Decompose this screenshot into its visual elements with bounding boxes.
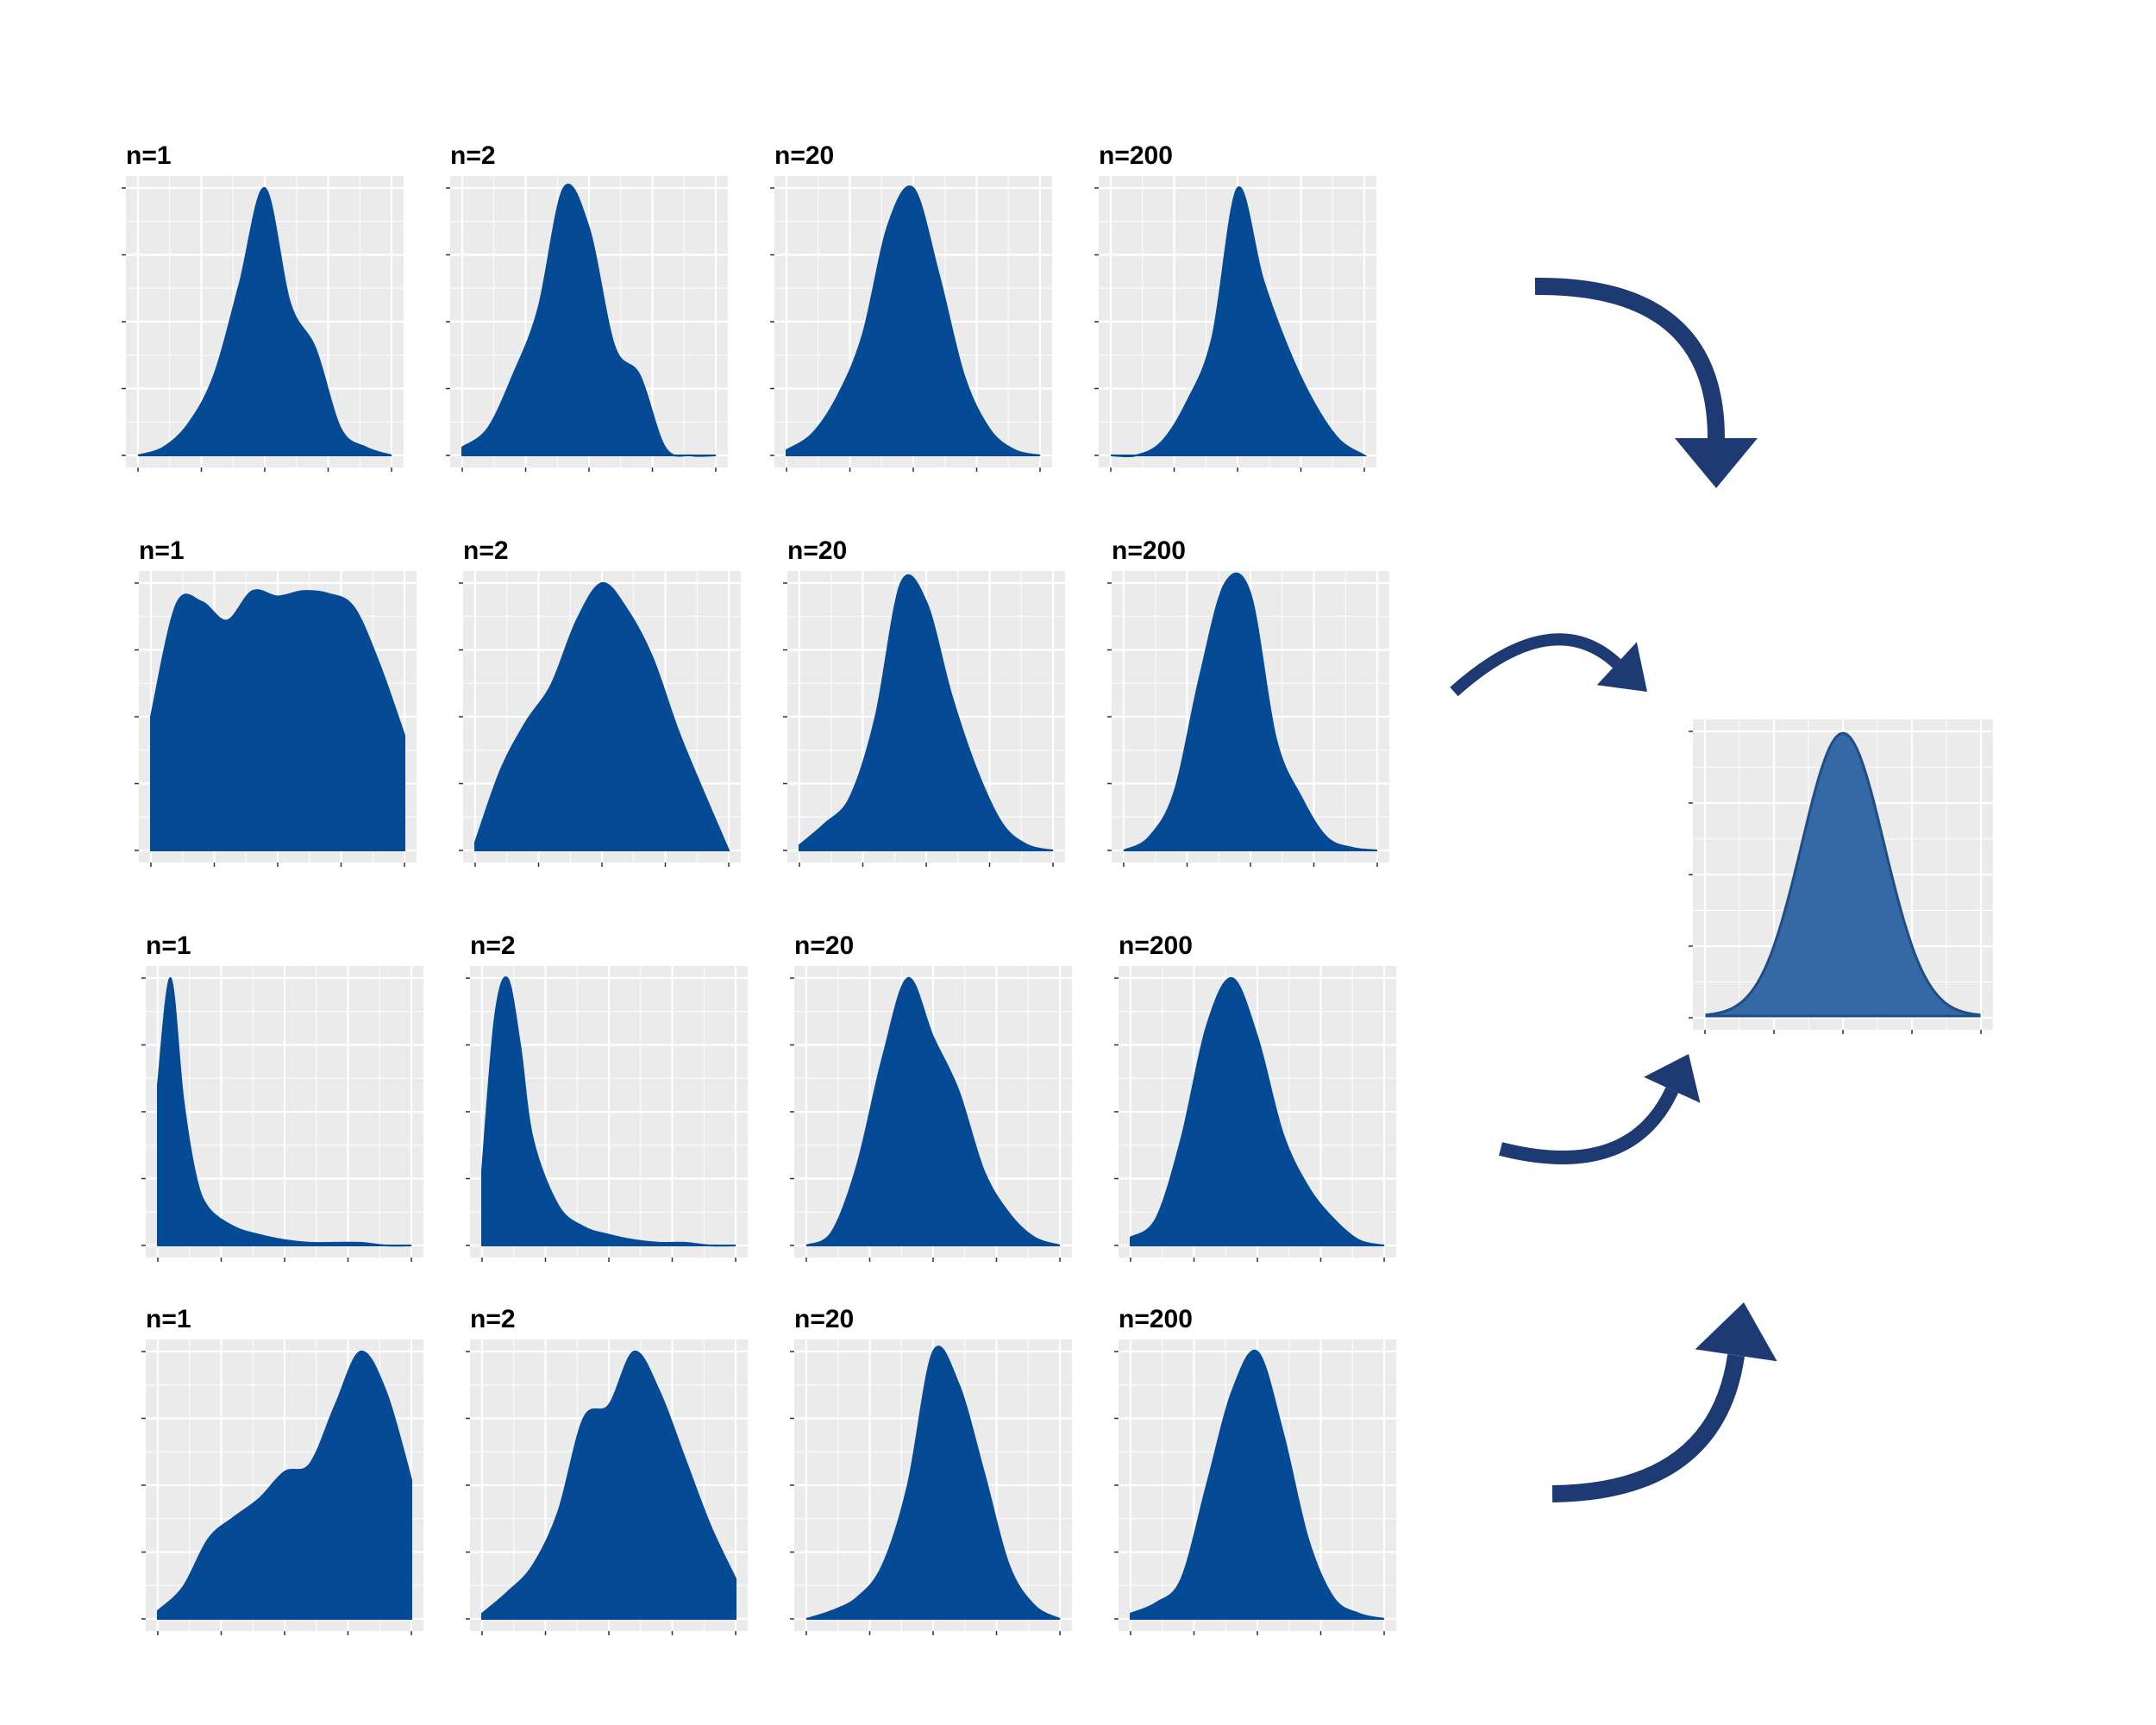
sample-size-label: n=200 <box>1099 141 1173 170</box>
sample-size-label: n=200 <box>1112 536 1186 565</box>
arrow-shaft <box>1450 633 1621 697</box>
arrows <box>1450 277 1777 1502</box>
sample-size-label: n=200 <box>1119 932 1193 960</box>
density-area <box>786 185 1041 456</box>
panel-r1-c4: n=200 <box>1094 141 1376 472</box>
panel-r2-c2: n=2 <box>459 536 741 867</box>
panel-r2-c2-ticks <box>459 582 730 867</box>
density-area <box>799 574 1054 851</box>
sample-size-label: n=2 <box>450 141 496 170</box>
density-area <box>1130 1349 1385 1620</box>
sample-size-label: n=1 <box>146 1305 191 1333</box>
density-area <box>137 186 392 456</box>
panel-r4-c2-ticks <box>466 1351 736 1635</box>
sample-size-label: n=2 <box>470 1305 516 1333</box>
density-area <box>1123 572 1378 851</box>
sample-size-label: n=20 <box>794 1305 854 1333</box>
density-area <box>157 976 412 1247</box>
density-area <box>474 581 730 851</box>
panel-r2-c3: n=20 <box>783 536 1065 867</box>
sample-size-label: n=1 <box>126 141 172 170</box>
arrowhead <box>1596 642 1647 692</box>
sample-size-label: n=20 <box>774 141 834 170</box>
small-multiples: n=1 n=2 n=20 n=200 n=1 n=2 n=20 n=200 n=1 n=2 n=20… <box>122 141 1396 1635</box>
panel-r3-c4: n=200 <box>1114 932 1396 1262</box>
panel-r1-c3-ticks <box>770 187 1041 472</box>
sample-size-label: n=2 <box>463 536 509 565</box>
panel-r4-c4-ticks <box>1114 1351 1385 1635</box>
panel-r2-c3-ticks <box>783 582 1054 867</box>
result-panel <box>1689 719 1993 1034</box>
panel-r2-c4-ticks <box>1107 582 1378 867</box>
panel-r3-c1: n=1 <box>141 932 423 1262</box>
arrow-shaft <box>1534 277 1725 439</box>
arrow-4 <box>1551 1302 1777 1502</box>
sample-size-label: n=2 <box>470 932 516 960</box>
density-area <box>805 976 1061 1246</box>
sample-size-label: n=1 <box>146 932 191 960</box>
panel-r4-c1-ticks <box>141 1351 412 1635</box>
normal-density-area <box>1705 731 1981 1018</box>
density-area <box>805 1346 1061 1620</box>
sample-size-label: n=20 <box>787 536 847 565</box>
density-area <box>150 589 405 851</box>
density-area <box>1130 976 1385 1246</box>
panel-r3-c1-ticks <box>141 977 412 1262</box>
panel-r4-c3-ticks <box>790 1351 1061 1635</box>
panel-r2-c1-ticks <box>135 582 405 867</box>
panel-r1-c2: n=2 <box>446 141 728 472</box>
arrow-shaft <box>1551 1353 1745 1502</box>
panel-r2-c1: n=1 <box>135 536 417 867</box>
arrowhead <box>1644 1054 1701 1103</box>
density-area <box>481 1350 736 1620</box>
density-area <box>461 183 717 457</box>
sample-size-label: n=1 <box>139 536 185 565</box>
panel-r4-c3: n=20 <box>790 1305 1072 1635</box>
density-area <box>157 1350 412 1620</box>
panel-r1-c1: n=1 <box>122 141 404 472</box>
panel-r3-c2-ticks <box>466 977 736 1262</box>
arrow-shaft <box>1499 1087 1679 1164</box>
panel-r3-c3: n=20 <box>790 932 1072 1262</box>
panel-r1-c3: n=20 <box>770 141 1052 472</box>
panel-r1-c4-ticks <box>1094 187 1365 472</box>
panel-r3-c3-ticks <box>790 977 1061 1262</box>
panel-r1-c1-ticks <box>122 187 392 472</box>
panel-r4-c2: n=2 <box>466 1305 748 1635</box>
arrow-1 <box>1534 277 1758 488</box>
sample-size-label: n=20 <box>794 932 854 960</box>
density-area <box>1110 186 1368 458</box>
arrow-2 <box>1450 633 1647 697</box>
panel-r4-c4: n=200 <box>1114 1305 1396 1635</box>
density-area <box>481 975 736 1247</box>
panel-r2-c4: n=200 <box>1107 536 1389 867</box>
panel-r1-c2-ticks <box>446 187 717 472</box>
result-panel-ticks <box>1689 731 1982 1034</box>
panel-r4-c1: n=1 <box>141 1305 423 1635</box>
arrowhead <box>1675 438 1758 488</box>
sample-size-label: n=200 <box>1119 1305 1193 1333</box>
panel-r3-c2: n=2 <box>466 932 748 1262</box>
arrowhead <box>1695 1302 1777 1362</box>
arrow-3 <box>1499 1054 1701 1164</box>
panel-r3-c4-ticks <box>1114 977 1385 1262</box>
